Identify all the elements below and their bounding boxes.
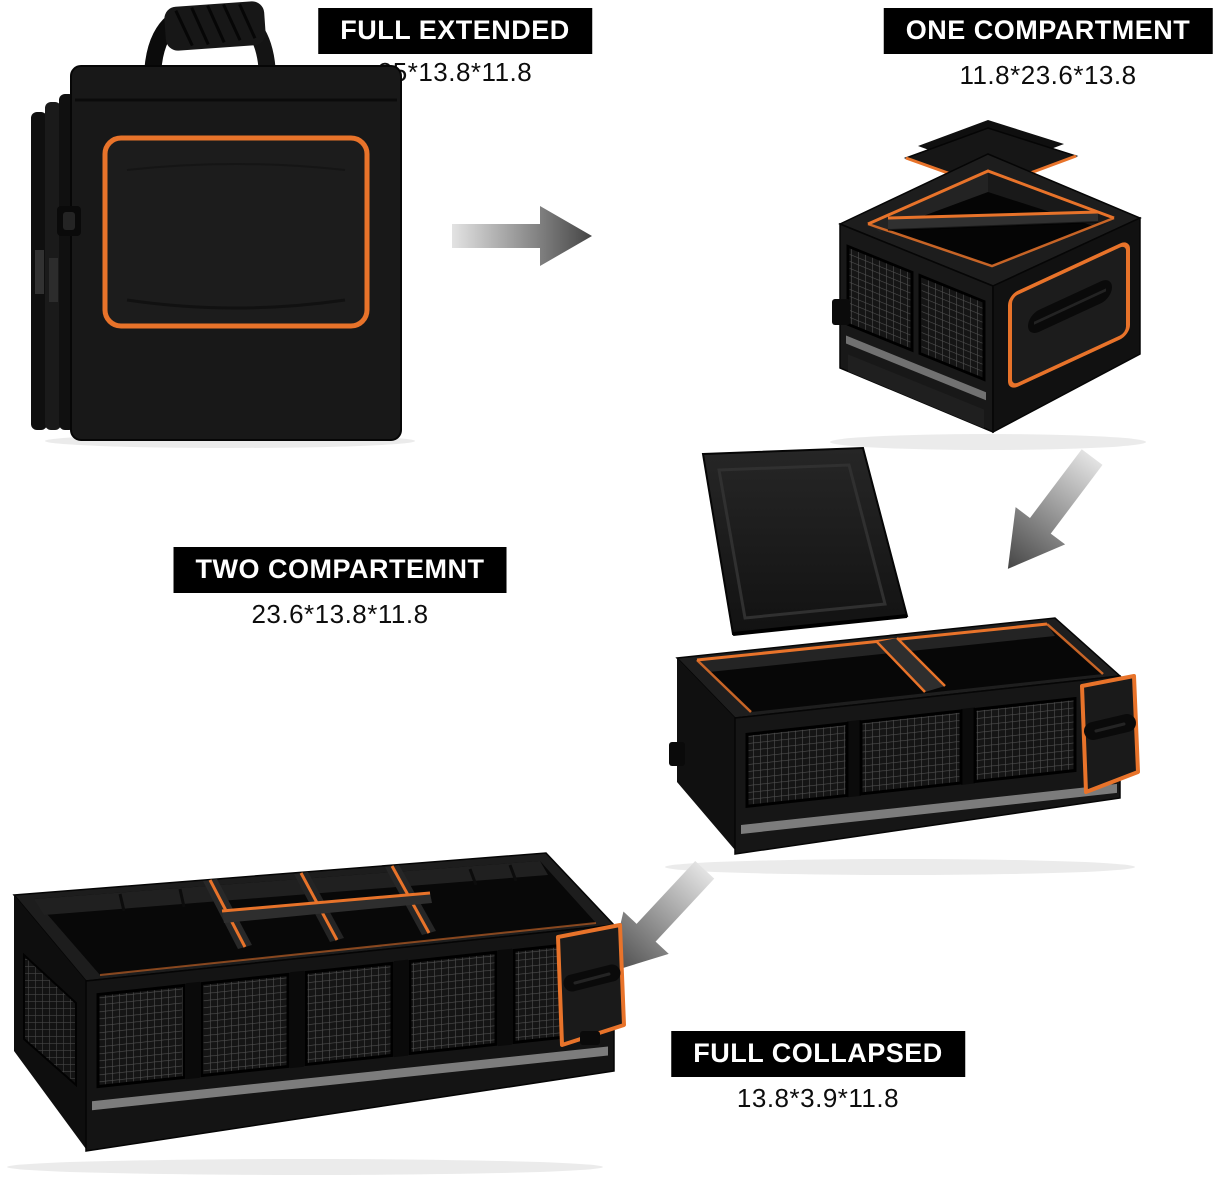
dimensions-full-extended: 35*13.8*11.8 [377,57,533,87]
side-handle-flap [1008,242,1130,388]
accordion-folds [31,94,75,430]
label-full-collapsed: FULL COLLAPSED [671,1031,965,1077]
photo-one-compartment [788,96,1190,463]
arrow-right-icon [450,203,595,274]
dimensions-two-compartment: 23.6*13.8*11.8 [251,599,429,629]
label-two-compartment: TWO COMPARTEMNT [173,547,507,593]
side-buckle [832,299,850,325]
open-lid [701,446,909,636]
mesh-pockets [741,696,1117,834]
side-buckle [580,1031,600,1045]
top-opening [675,617,1122,719]
compartment-dividers [203,865,436,949]
interior-divider [887,210,1099,231]
side-handle-flap [556,923,626,1047]
collapsed-tote-bag-illustration [31,1,415,448]
orange-trim-flap [102,135,370,329]
label-full-extended: FULL EXTENDED [318,8,592,54]
arrow-down-left-icon [985,448,1115,583]
label-one-compartment: ONE COMPARTMENT [883,8,1213,54]
side-buckle [57,206,81,236]
dimensions-full-collapsed: 13.8*3.9*11.8 [736,1083,900,1113]
two-compartment-illustration [665,446,1140,875]
photo-full-extended [0,833,632,1178]
one-compartment-illustration [830,120,1146,450]
dimensions-one-compartment: 11.8*23.6*13.8 [959,60,1137,90]
reflective-strip [92,1046,608,1111]
photo-two-compartment [585,446,1140,883]
full-extended-illustration [7,852,626,1175]
reflective-strip [741,783,1117,834]
arrow-down-left-icon [592,856,722,991]
side-handle-flap [1080,674,1140,794]
center-divider [876,637,946,693]
photo-collapsed-tote-bag [15,0,435,455]
side-buckle [669,742,685,766]
top-opening [12,852,616,982]
